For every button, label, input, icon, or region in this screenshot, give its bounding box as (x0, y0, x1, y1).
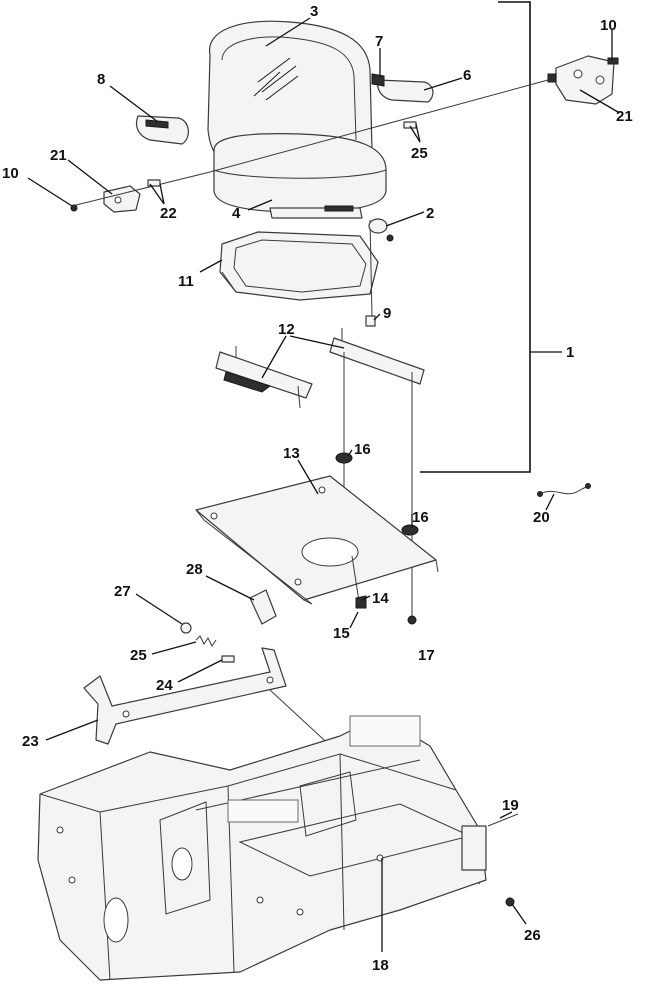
callout-3: 3 (310, 3, 318, 20)
callout-4: 4 (232, 205, 241, 222)
callout-10-left: 10 (2, 165, 19, 182)
seat-knob (368, 218, 394, 242)
callout-14: 14 (372, 590, 389, 607)
callout-25-lower: 25 (130, 647, 147, 664)
seat-bracket-left (103, 185, 141, 213)
pin (221, 655, 235, 663)
callout-23: 23 (22, 733, 39, 750)
wire-harness (539, 485, 589, 495)
pad (249, 589, 277, 625)
armrest-right (371, 73, 434, 103)
callout-17: 17 (418, 647, 435, 664)
seat-bracket-right (547, 55, 615, 105)
callout-21-right: 21 (616, 108, 633, 125)
seat-adjust-lever (324, 205, 354, 212)
seat (207, 20, 387, 219)
callout-21-left: 21 (50, 147, 67, 164)
bolt (487, 813, 519, 827)
armrest-left (135, 115, 189, 145)
clip-14 (355, 595, 367, 609)
callout-1: 1 (566, 344, 574, 361)
callout-7: 7 (375, 33, 383, 50)
callout-13: 13 (283, 445, 300, 462)
callout-24: 24 (156, 677, 173, 694)
callout-16-lower: 16 (412, 509, 429, 526)
callout-20: 20 (533, 509, 550, 526)
callout-2: 2 (426, 205, 434, 222)
seat-tray (219, 231, 379, 301)
nut (407, 615, 417, 625)
callout-16-upper: 16 (354, 441, 371, 458)
spacer-lower (401, 524, 419, 536)
callout-12: 12 (278, 321, 295, 338)
callout-10-right: 10 (600, 17, 617, 34)
callout-28: 28 (186, 561, 203, 578)
callout-6: 6 (463, 67, 471, 84)
callout-27: 27 (114, 583, 131, 600)
spring (195, 635, 217, 647)
callout-26: 26 (524, 927, 541, 944)
callout-9: 9 (383, 305, 391, 322)
cap-nut (180, 622, 192, 634)
frame (37, 715, 487, 981)
callout-25-upper: 25 (411, 145, 428, 162)
seat-mounting-plate (195, 475, 439, 605)
callout-19: 19 (502, 797, 519, 814)
seat-rail-left (215, 346, 313, 409)
clip (365, 315, 376, 327)
callout-18: 18 (372, 957, 389, 974)
callout-11: 11 (178, 273, 194, 290)
assembly-bracket (420, 1, 531, 473)
callout-22: 22 (160, 205, 177, 222)
seat-rod (209, 79, 549, 173)
seat-rail-right (329, 328, 425, 400)
callout-8: 8 (97, 71, 105, 88)
callout-15: 15 (333, 625, 350, 642)
